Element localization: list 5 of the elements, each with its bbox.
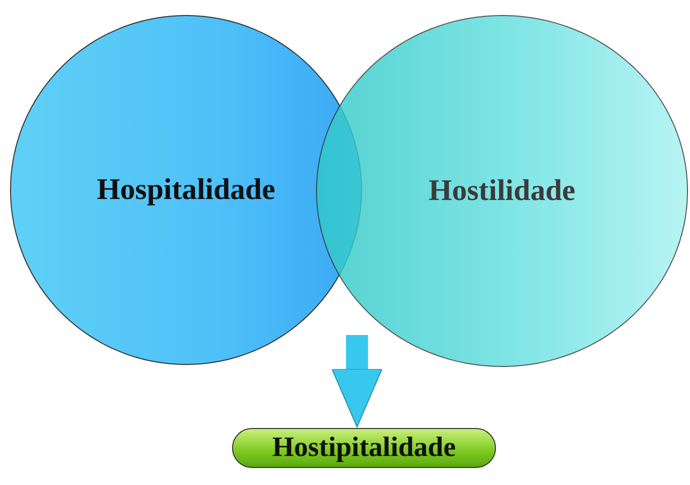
result-label: Hostipitalidade — [272, 432, 456, 464]
circle-label: Hostilidade — [428, 174, 576, 208]
block-arrow — [332, 335, 382, 428]
circle-label: Hospitalidade — [96, 173, 276, 207]
result-pill — [232, 428, 496, 468]
